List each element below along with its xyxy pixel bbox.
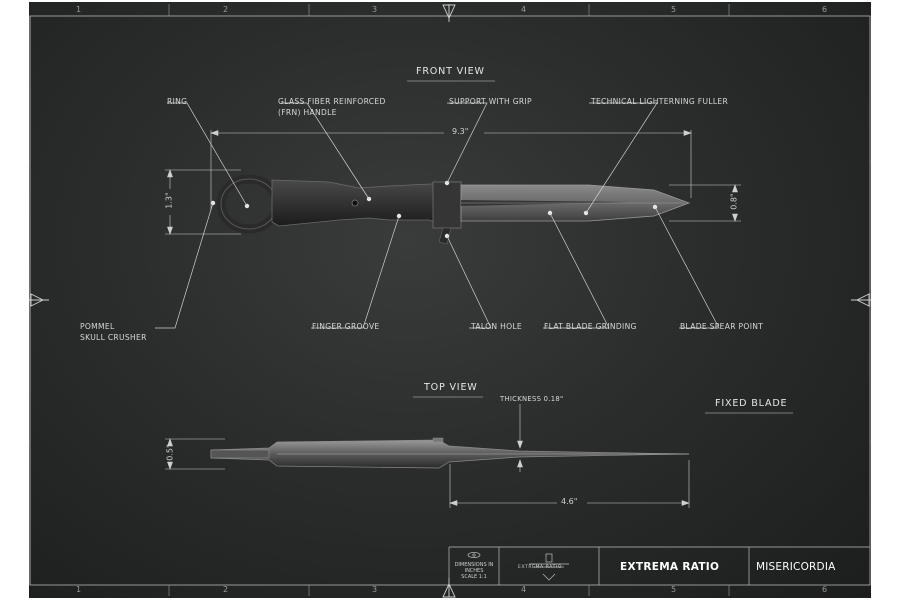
- title-block-model: MISERICORDIA: [756, 561, 836, 573]
- front-view-title: FRONT VIEW: [416, 66, 485, 77]
- title-block-dims-line1: DIMENSIONS IN: [454, 562, 494, 568]
- title-block-scale: SCALE 1:1: [461, 574, 487, 580]
- dim-overall-length: 9.3": [452, 127, 469, 136]
- grid-col-3-bottom: 3: [372, 585, 378, 594]
- dim-handle-height: 1.3": [164, 192, 174, 209]
- dim-blade-length: 4.6": [561, 497, 578, 506]
- grid-col-4-bottom: 4: [521, 585, 527, 594]
- title-block-brand: EXTREMA RATIO: [620, 561, 720, 573]
- callout-pommel-line1: POMMEL: [80, 322, 115, 331]
- callout-handle-line2: (FRN) HANDLE: [278, 108, 337, 117]
- grid-col-6-top: 6: [822, 5, 828, 14]
- fixed-blade-title: FIXED BLADE: [715, 398, 788, 409]
- title-underlines: [407, 80, 793, 414]
- dimension-lines: [165, 130, 741, 235]
- callout-flat-grinding: FLAT BLADE GRINDING: [544, 322, 637, 331]
- grid-col-4-top: 4: [521, 5, 527, 14]
- callout-support: SUPPORT WITH GRIP: [449, 97, 532, 106]
- grid-col-1-top: 1: [76, 5, 82, 14]
- dim-top-width: 0.5": [165, 444, 175, 461]
- leader-lines: [155, 102, 720, 329]
- callout-fuller: TECHNICAL LIGHTERNING FULLER: [591, 97, 729, 106]
- grid-col-6-bottom: 6: [822, 585, 828, 594]
- top-dimension-lines: [165, 404, 690, 508]
- dim-thickness: THICKNESS 0.18": [500, 395, 564, 403]
- blueprint-drawing: [29, 4, 871, 598]
- callout-talon-hole: TALON HOLE: [471, 322, 522, 331]
- callout-handle-line1: GLASS FIBER REINFORCED: [278, 97, 386, 106]
- center-markers: [29, 4, 871, 598]
- top-view-title: TOP VIEW: [424, 382, 478, 393]
- grid-col-1-bottom: 1: [76, 585, 82, 594]
- grid-col-5-top: 5: [671, 5, 677, 14]
- grid-col-3-top: 3: [372, 5, 378, 14]
- callout-spear-point: BLADE SPEAR POINT: [680, 322, 764, 331]
- callout-finger-groove: FINGER GROOVE: [312, 322, 380, 331]
- grid-col-2-bottom: 2: [223, 585, 229, 594]
- grid-col-5-bottom: 5: [671, 585, 677, 594]
- blueprint-sheet: 1 2 3 4 5 6 1 2 3 4 5 6 FRONT VIEW TOP V…: [29, 2, 871, 598]
- top-view-knife: [210, 437, 690, 469]
- title-block-logo-text: EXTREMA RATIO: [518, 565, 563, 570]
- front-view-knife: [216, 174, 691, 245]
- grid-col-2-top: 2: [223, 5, 229, 14]
- title-block-dims-line2: INCHES: [464, 568, 484, 574]
- callout-pommel-line2: SKULL CRUSHER: [80, 333, 147, 342]
- dim-blade-height: 0.8": [729, 193, 739, 210]
- title-block: [448, 546, 870, 585]
- callout-ring: RING: [167, 97, 188, 106]
